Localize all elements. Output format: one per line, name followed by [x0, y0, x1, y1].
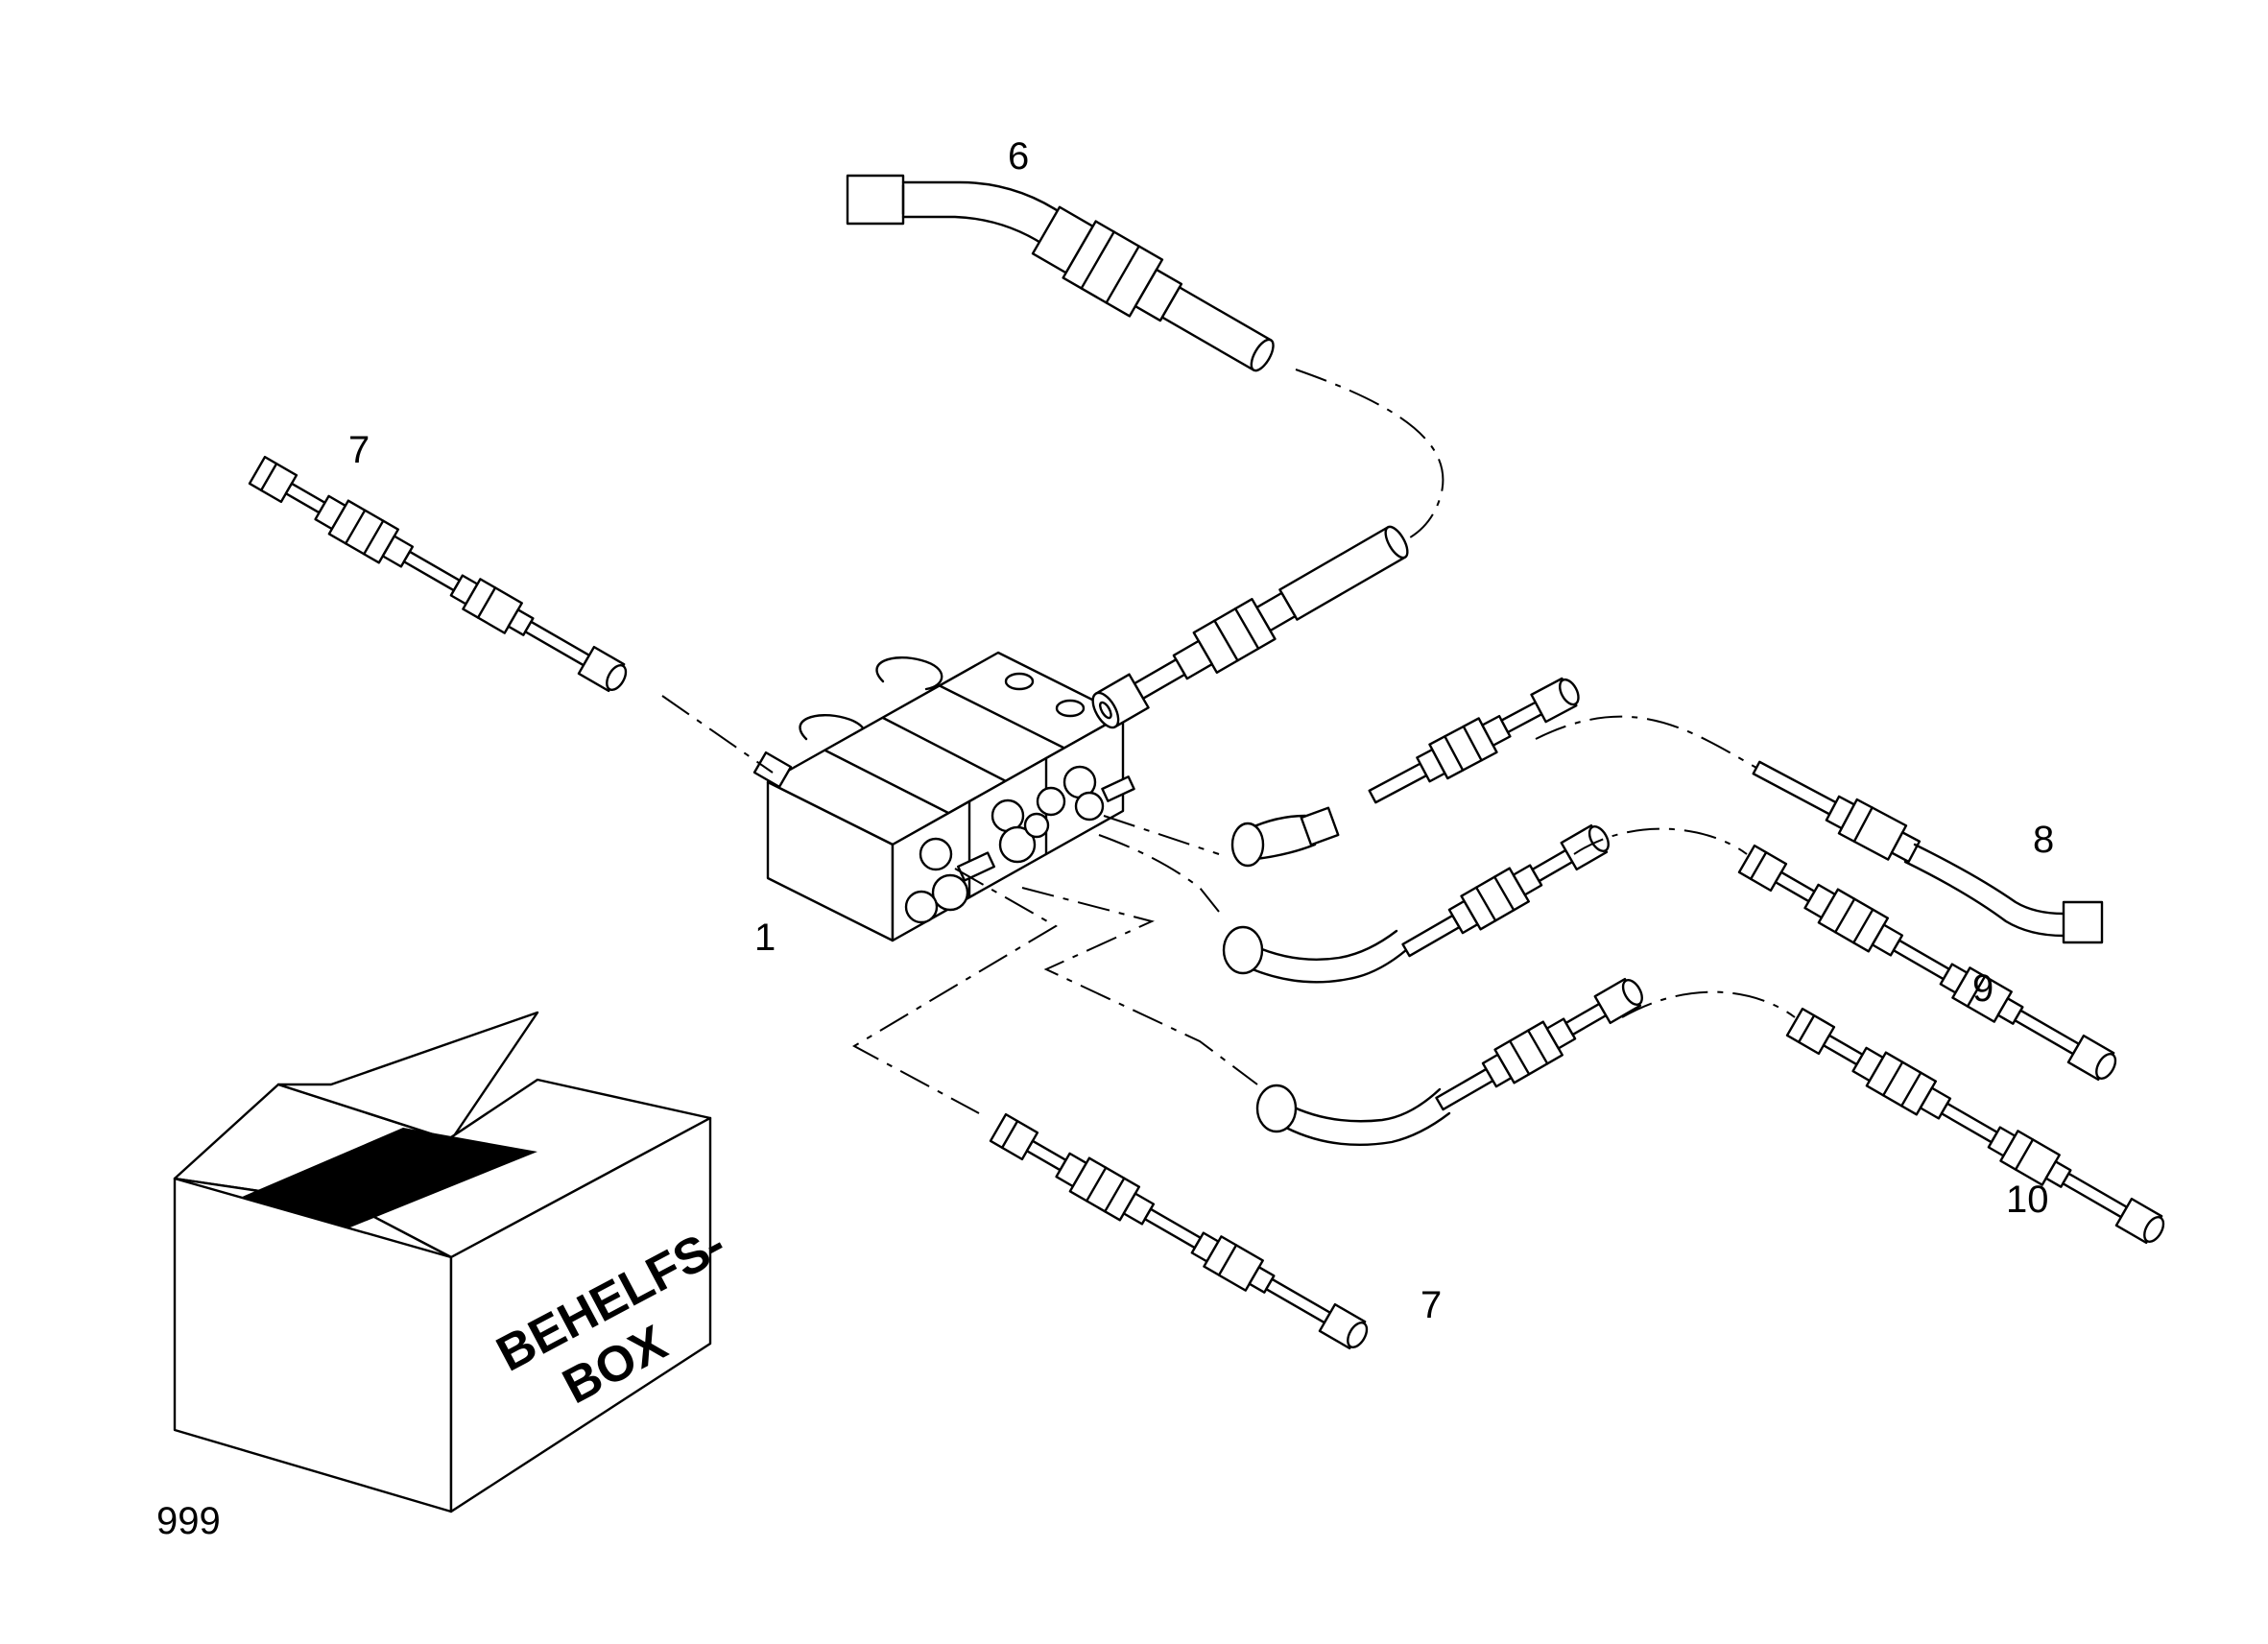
callout-1: 1 [754, 917, 776, 959]
behelfs-box: BEHELFS- BOX [173, 1011, 734, 1513]
line-part-6 [846, 174, 1444, 729]
line-part-9 [1098, 817, 2124, 1088]
distributor-block [752, 651, 1135, 942]
callout-6: 6 [1008, 135, 1029, 178]
callout-9: 9 [1972, 967, 1993, 1010]
line-part-10 [1021, 887, 2172, 1251]
callout-8: 8 [2033, 819, 2054, 861]
line-part-7-top [246, 452, 634, 700]
line-part-8 [1103, 670, 2104, 944]
callout-10: 10 [2006, 1179, 2049, 1221]
callout-7-bottom: 7 [1420, 1284, 1442, 1326]
callout-999: 999 [156, 1500, 221, 1542]
callout-7-top: 7 [348, 429, 370, 471]
line-part-7-bottom [851, 868, 1375, 1357]
